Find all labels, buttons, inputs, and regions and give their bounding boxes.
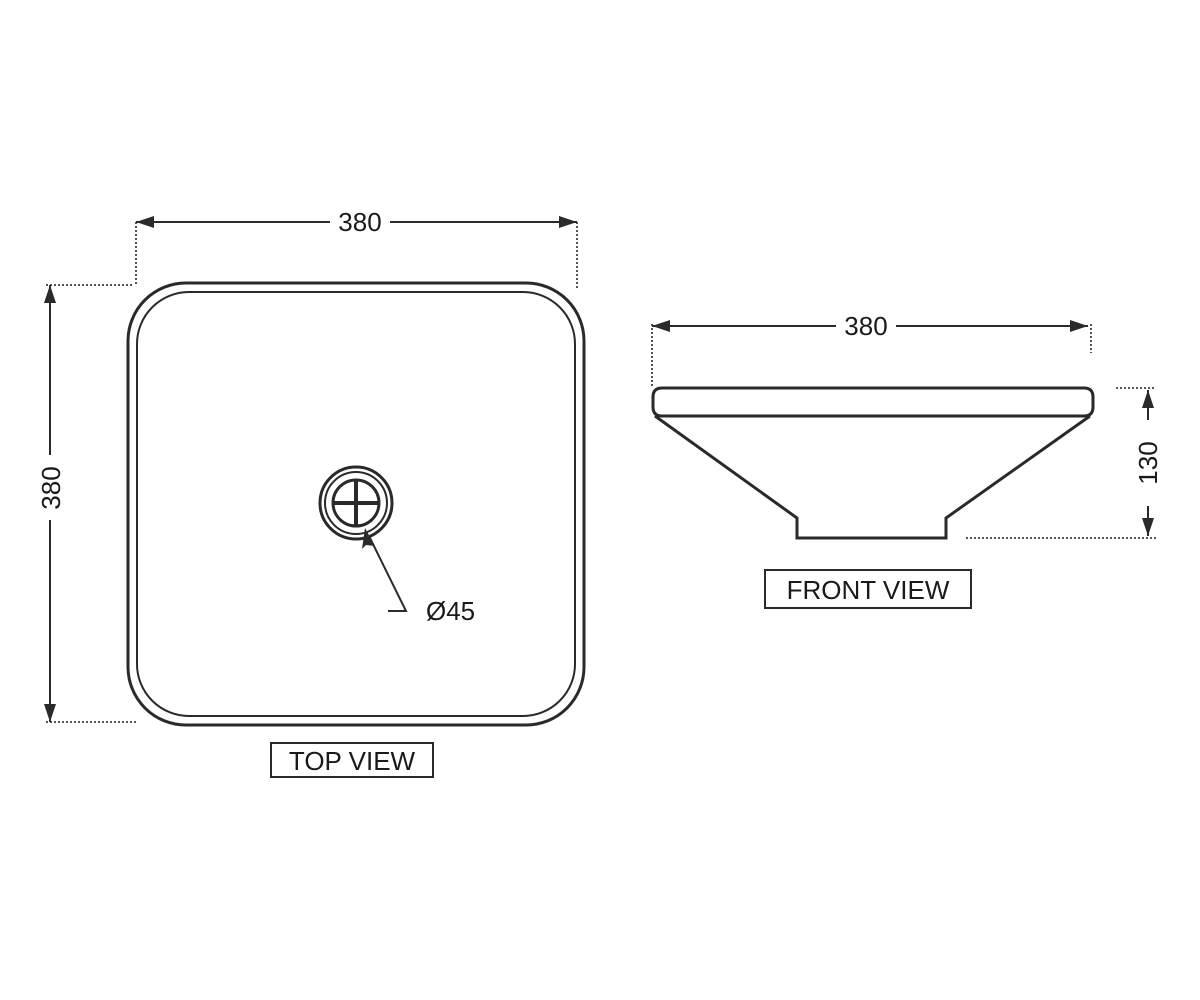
basin-outer-outline: [126, 281, 586, 727]
front-view: 380 130 FRONT VIEW: [651, 311, 1163, 609]
top-view: Ø45 380 380 TOP VIEW: [36, 207, 586, 778]
front-width-dimension: [651, 320, 1092, 388]
top-height-label: 380: [36, 466, 66, 509]
front-height-label: 130: [1133, 441, 1163, 484]
drain-dimension-label: Ø45: [426, 596, 475, 626]
basin-inner-outline: [136, 291, 576, 717]
top-view-label-box: [270, 742, 434, 778]
front-view-label-box: [764, 569, 972, 609]
front-height-dimension: [966, 387, 1156, 539]
basin-rim: [651, 386, 1095, 418]
front-width-label: 380: [844, 311, 887, 341]
top-width-dimension: [135, 216, 578, 290]
drain-leader: [362, 528, 408, 612]
top-width-label: 380: [338, 207, 381, 237]
drain-cross-icon: [318, 465, 394, 541]
top-height-dimension: [44, 284, 138, 723]
basin-body: [654, 414, 1091, 540]
top-view-label: TOP VIEW: [289, 746, 416, 776]
front-view-label: FRONT VIEW: [787, 575, 950, 605]
